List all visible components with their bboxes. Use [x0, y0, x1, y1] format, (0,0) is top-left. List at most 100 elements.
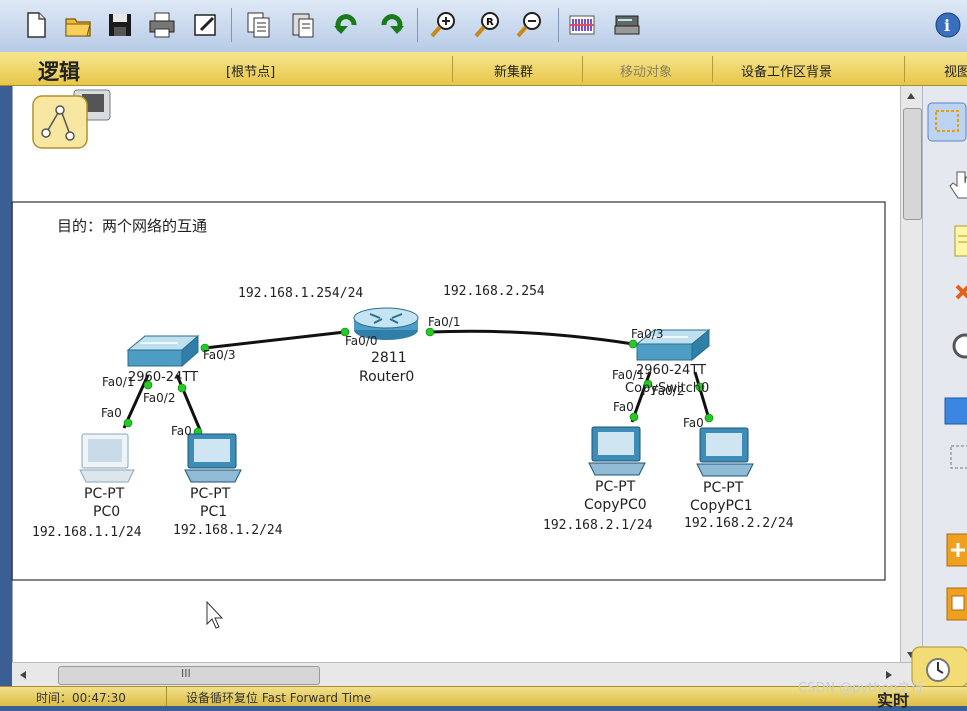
delete-tool-icon[interactable] — [955, 282, 967, 306]
draw-rectangle-icon[interactable] — [943, 396, 967, 426]
port-light — [177, 383, 187, 393]
horizontal-scrollbar[interactable]: III — [12, 662, 922, 687]
port-light — [200, 343, 210, 353]
move-object-button[interactable]: 移动对象 — [620, 65, 673, 80]
logical-view-icon[interactable] — [30, 88, 118, 150]
common-tools-bar — [911, 86, 967, 688]
zoom-out-icon[interactable] — [513, 9, 545, 41]
port-label: Fa0/1 — [428, 315, 461, 329]
print-icon[interactable] — [146, 9, 178, 41]
copypc1-device[interactable] — [696, 427, 754, 477]
port-light — [340, 327, 350, 337]
copypc0-type: PC-PT — [595, 479, 636, 495]
port-label: Fa0/2 — [652, 384, 685, 398]
new-file-icon[interactable] — [20, 9, 52, 41]
right-network-address: 192.168.2.254 — [443, 284, 545, 299]
port-label: Fa0/3 — [203, 348, 236, 362]
scroll-up-icon[interactable] — [906, 91, 916, 101]
port-label: Fa0 — [683, 416, 704, 430]
new-cluster-button[interactable]: 新集群 — [494, 65, 534, 80]
vertical-scrollbar[interactable] — [900, 86, 923, 662]
simulation-time: 时间：00:47:30 — [36, 691, 126, 705]
horizontal-scroll-thumb[interactable]: III — [58, 666, 320, 685]
save-icon[interactable] — [104, 9, 136, 41]
copyswitch-name-label: CopySwitch0 — [625, 381, 710, 396]
link-router-copyswitch[interactable] — [429, 329, 634, 346]
logical-tab-bar — [0, 52, 967, 86]
router0-device[interactable] — [353, 307, 419, 340]
info-icon[interactable]: i — [932, 9, 964, 41]
copypc0-ip: 192.168.2.1/24 — [543, 518, 653, 533]
port-label: Fa0 — [101, 406, 122, 420]
scroll-left-icon[interactable] — [18, 670, 28, 680]
port-label: Fa0 — [613, 400, 634, 414]
note-frame — [11, 201, 886, 581]
resize-tool-icon[interactable] — [947, 442, 967, 472]
watermark: CSDN @python之行 — [798, 681, 924, 696]
scroll-grip: III — [181, 667, 191, 680]
port-light — [629, 412, 639, 422]
pc0-name: PC0 — [93, 504, 121, 520]
scroll-right-icon[interactable] — [884, 670, 894, 680]
port-label: Fa0/0 — [345, 334, 378, 348]
switch0-device[interactable] — [126, 334, 200, 368]
activity-wizard-icon[interactable] — [190, 9, 222, 41]
pc1-device[interactable] — [184, 433, 242, 483]
select-tool-icon[interactable] — [927, 102, 967, 142]
hand-tool-icon[interactable] — [949, 168, 967, 202]
copypc0-device[interactable] — [588, 426, 646, 476]
port-label: Fa0/1 — [102, 375, 135, 389]
port-light — [425, 327, 435, 337]
switch0-model-label: 2960-24TT — [128, 370, 198, 385]
copy-icon[interactable] — [243, 9, 275, 41]
undo-icon[interactable] — [331, 9, 363, 41]
port-light — [695, 382, 705, 392]
redo-icon[interactable] — [375, 9, 407, 41]
pc0-type: PC-PT — [84, 486, 125, 502]
logical-workspace[interactable] — [12, 86, 901, 662]
link-switch0-router[interactable] — [204, 330, 346, 350]
workspace-background-button[interactable]: 设备工作区背景 — [741, 65, 833, 80]
custom-device-icon[interactable] — [611, 9, 643, 41]
zoom-reset-icon[interactable]: R — [471, 9, 503, 41]
paste-icon[interactable] — [287, 9, 319, 41]
copypc1-ip: 192.168.2.2/24 — [684, 516, 794, 531]
port-light — [643, 379, 653, 389]
palette-icon[interactable] — [566, 9, 598, 41]
port-light — [628, 339, 638, 349]
port-light — [704, 413, 714, 423]
pc1-type: PC-PT — [190, 486, 231, 502]
copypc1-name: CopyPC1 — [690, 498, 753, 514]
port-light — [123, 418, 133, 428]
copypc1-type: PC-PT — [703, 480, 744, 496]
add-pdu-icon[interactable] — [945, 532, 967, 568]
inspect-tool-icon[interactable] — [949, 330, 967, 364]
port-label: Fa0/1 — [612, 368, 645, 382]
fast-forward-button[interactable]: 设备循环复位 Fast Forward Time — [186, 691, 372, 705]
port-label: Fa0/2 — [143, 391, 176, 405]
note-tool-icon[interactable] — [953, 224, 967, 258]
router-model: 2811 — [371, 350, 407, 366]
pc0-device[interactable] — [79, 433, 135, 483]
purpose-note: 目的：两个网络的互通 — [57, 217, 208, 235]
main-toolbar: R i — [0, 0, 967, 53]
tab-logical[interactable]: 逻辑 — [38, 60, 80, 84]
zoom-in-icon[interactable] — [427, 9, 459, 41]
svg-text:i: i — [944, 16, 950, 35]
left-network-address: 192.168.1.254/24 — [238, 286, 364, 301]
svg-text:R: R — [486, 17, 494, 28]
pc1-ip: 192.168.1.2/24 — [173, 523, 283, 538]
link-copyswitch-copypc1[interactable] — [693, 371, 711, 420]
port-label: Fa0/3 — [631, 327, 664, 341]
vertical-scroll-thumb[interactable] — [903, 108, 922, 220]
open-folder-icon[interactable] — [62, 9, 94, 41]
add-complex-pdu-icon[interactable] — [945, 586, 967, 622]
copyswitch0-device[interactable] — [635, 328, 711, 362]
pc0-ip: 192.168.1.1/24 — [32, 525, 142, 540]
router-name: Router0 — [359, 369, 415, 385]
copyswitch-model-label: 2960-24TT — [636, 363, 706, 378]
copypc0-name: CopyPC0 — [584, 497, 647, 513]
viewport-button[interactable]: 视图 — [944, 65, 967, 80]
root-node-button[interactable]: [根节点] — [226, 65, 276, 80]
